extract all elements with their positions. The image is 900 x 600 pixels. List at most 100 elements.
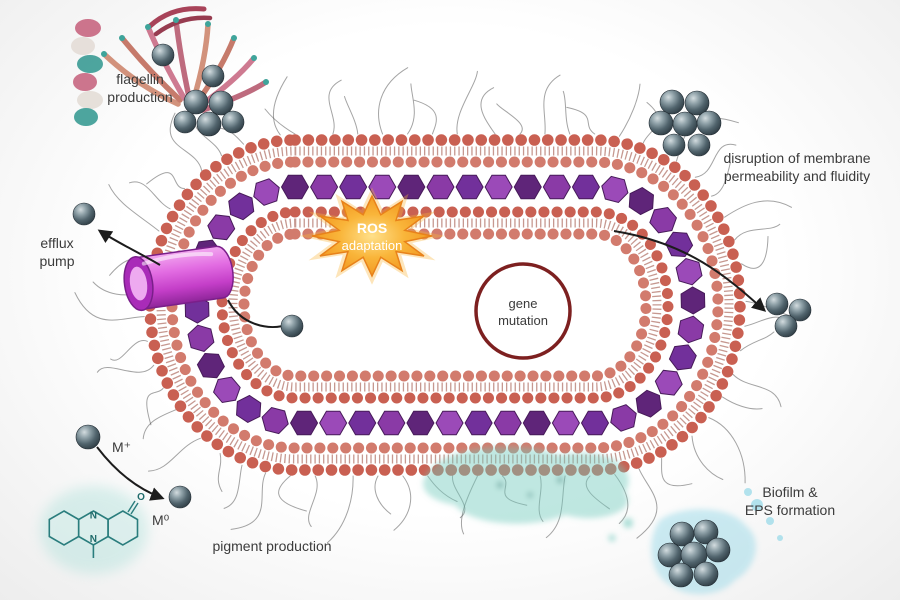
peptidoglycan-hexagon: [368, 174, 397, 200]
peptidoglycan-hexagon: [339, 174, 368, 200]
nanoparticle-sphere: [774, 314, 798, 338]
peptidoglycan-hexagon: [522, 410, 551, 436]
peptidoglycan-hexagon: [601, 175, 629, 203]
peptidoglycan-hexagon: [280, 174, 310, 200]
flagellum-hair: [694, 143, 737, 178]
nanoparticle-sphere: [280, 314, 304, 338]
gene-mutation: gene mutation: [474, 262, 572, 360]
flagellum-hair: [740, 331, 775, 352]
flagellum-hair: [326, 475, 354, 544]
flagellum-hair: [691, 435, 724, 480]
m-zero-label: M⁰: [152, 512, 170, 528]
peptidoglycan-hexagon: [635, 389, 662, 418]
flagellin-ribbon-top: [147, 6, 207, 29]
m-plus-label: M⁺: [112, 439, 131, 455]
efflux-label-line1: efflux: [40, 235, 73, 251]
eps-droplet: [744, 488, 752, 496]
flagellum-hair: [169, 112, 203, 172]
efflux-label-line2: pump: [39, 253, 74, 269]
labels: flagellin production efflux pump disrupt…: [39, 71, 870, 554]
peptidoglycan-hexagon: [253, 178, 280, 206]
peptidoglycan-hexagon: [677, 315, 705, 344]
peptidoglycan-hexagon: [628, 186, 654, 216]
efflux-pump-opening: [129, 266, 148, 301]
assembled-flagellum-column: [71, 19, 103, 126]
peptidoglycan-hexagon: [654, 369, 683, 396]
flagellum-hair: [74, 292, 145, 321]
flagellum-hair: [661, 458, 693, 487]
gene-mutation-ring: [474, 262, 572, 360]
peptidoglycan-hexagon: [406, 410, 435, 436]
peptidoglycan-hexagon: [187, 324, 215, 353]
flagellin-ribbon: [101, 51, 181, 107]
ion-reduction-arrow: [96, 446, 165, 501]
ros-starburst: ROS adaptation: [298, 187, 446, 285]
flagellum-hair: [110, 340, 148, 361]
biofilm-label-line2: EPS formation: [745, 502, 835, 518]
nanoparticle-sphere: [693, 561, 719, 587]
peptidoglycan-hexagon: [493, 410, 522, 436]
nanoparticle-sphere-m-zero: [168, 485, 192, 509]
efflux-pump-highlight: [141, 251, 214, 266]
peptidoglycan-hexagon: [348, 410, 377, 436]
flagellum-hair: [264, 108, 296, 135]
flagellum-hair: [407, 83, 415, 135]
peptidoglycan-hexagon: [289, 410, 319, 436]
flagellum-hair: [108, 184, 160, 232]
flagellin-ribbon-top: [153, 15, 213, 37]
pigment-ring: [107, 510, 139, 546]
flagellum-hair: [148, 437, 201, 472]
peptidoglycan-hexagon: [435, 410, 464, 436]
ros-label-line1: ROS: [357, 220, 387, 236]
gene-label-line1: gene: [509, 296, 538, 311]
eps-droplet: [766, 517, 774, 525]
eps-droplet: [751, 499, 763, 511]
peptidoglycan-hexagon: [675, 257, 703, 286]
ros-label-line2: adaptation: [342, 238, 403, 253]
flagellum-hair: [721, 396, 763, 410]
flagellum-hair: [278, 475, 307, 512]
flagellum-hair: [413, 99, 437, 135]
nanoparticle-sphere: [173, 110, 197, 134]
flagellum-hair: [636, 468, 658, 539]
nanoparticle-sphere: [196, 111, 222, 137]
pigment-n-bottom: N: [90, 534, 97, 545]
flagellum-hair: [223, 464, 243, 509]
flagellum-hair: [378, 67, 409, 135]
nanoparticle-sphere: [765, 292, 789, 316]
flagellum-hair: [732, 373, 782, 408]
flagellum-hair: [741, 236, 769, 269]
flagellum-hair: [724, 200, 792, 218]
pigment-ring: [48, 510, 80, 546]
flagellin-label-line2: production: [107, 89, 172, 105]
flagellin-tips: [101, 17, 269, 85]
nanoparticle-sphere: [788, 298, 812, 322]
flagellum-hair: [129, 181, 171, 210]
flagellin-label-line1: flagellin: [116, 71, 163, 87]
nanoparticle-sphere: [151, 43, 175, 67]
peptidoglycan-hexagon: [261, 407, 289, 435]
nanoparticles: [72, 43, 812, 588]
flagellum-hair: [230, 472, 267, 530]
nanoparticle-sphere: [687, 133, 711, 157]
peptidoglycan-hexagon: [551, 410, 580, 436]
biofilm-droplet: [608, 534, 616, 542]
flagellum-hair: [328, 79, 342, 135]
peptidoglycan-hexagon: [484, 174, 513, 200]
flagellum-hair: [146, 172, 185, 190]
flagellum-hair: [711, 161, 731, 197]
nanoparticle-sphere: [672, 111, 698, 137]
biofilm-speck: [497, 482, 503, 488]
flagellum-hair: [496, 103, 523, 135]
flagellum-hair: [96, 364, 155, 373]
flagellum-hair: [543, 74, 561, 135]
peptidoglycan-hexagon: [649, 206, 677, 234]
outer-membrane-inner-beads: [166, 156, 724, 454]
peptidoglycan-hexagon: [213, 376, 241, 404]
nanoparticle-sphere-m-plus: [75, 424, 101, 450]
nanoparticle-sphere: [668, 562, 694, 588]
peptidoglycan-hexagon: [455, 174, 484, 200]
flagellum-hair: [393, 475, 412, 531]
flagellum-hair: [562, 90, 571, 135]
